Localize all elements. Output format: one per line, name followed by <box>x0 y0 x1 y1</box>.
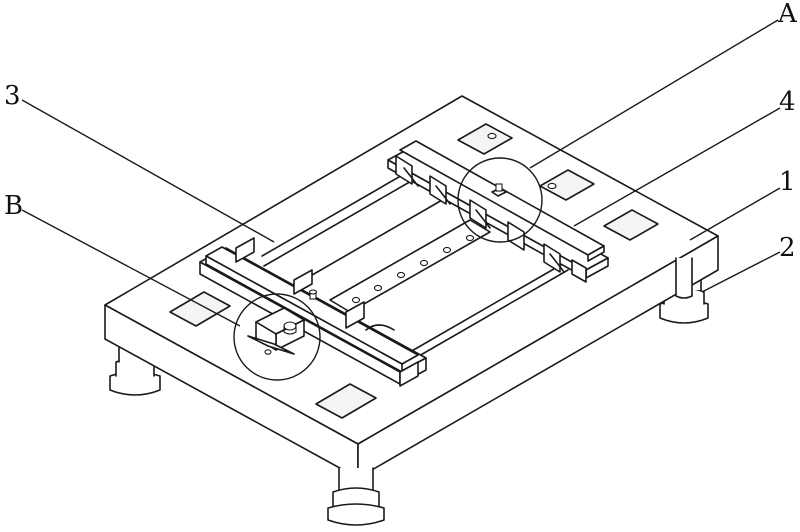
label-3: 3 <box>4 81 21 111</box>
leader-lines <box>21 19 781 327</box>
label-1: 1 <box>779 167 796 197</box>
label-4: 4 <box>779 87 796 117</box>
label-b: B <box>4 191 23 221</box>
label-a: A <box>777 0 798 29</box>
detail-bracket-b <box>247 307 305 355</box>
rear-clamp-bar <box>387 140 609 283</box>
table-slots <box>169 123 659 419</box>
detail-circle-b <box>233 293 321 381</box>
guide-rails <box>261 165 569 361</box>
detail-circle-a <box>457 157 543 243</box>
leg-front-left <box>327 467 385 526</box>
label-2: 2 <box>779 233 796 263</box>
slot-bolts <box>487 132 557 190</box>
leg-front-right <box>675 257 693 299</box>
center-plate <box>329 219 491 313</box>
